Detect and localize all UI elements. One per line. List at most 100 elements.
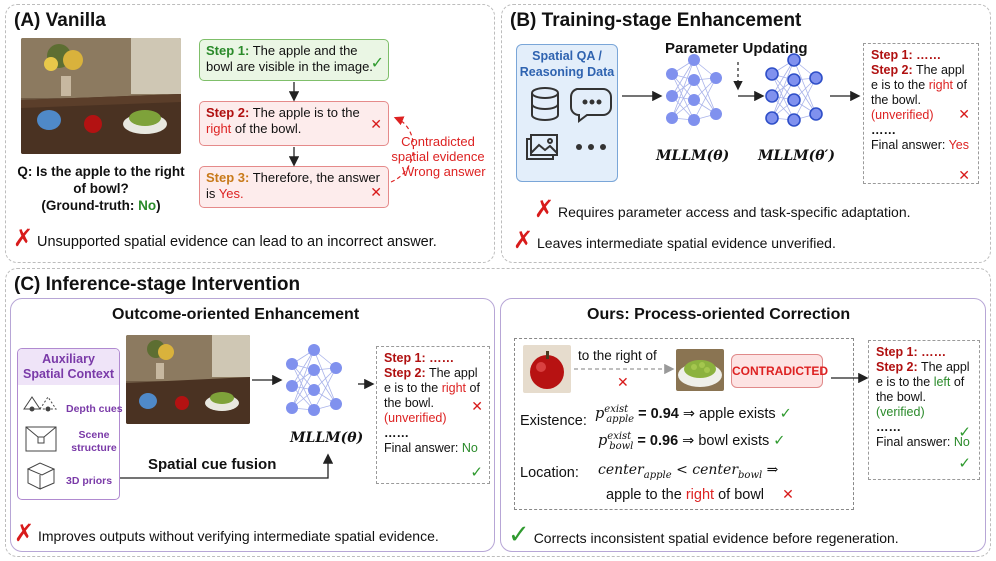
scene-image: [21, 38, 181, 154]
out-b-step2-label: Step 2:: [871, 63, 913, 77]
check-icon: ✓: [773, 432, 786, 449]
panel-a-note: ✗ Unsupported spatial evidence can lead …: [13, 227, 437, 251]
step2-post: of the bowl.: [234, 121, 302, 136]
out-c-final: Final answer:: [384, 441, 459, 455]
out-c-step2-post: of the bowl.: [384, 381, 480, 410]
aux-item-scene: Scene structure: [71, 429, 117, 454]
out-ours-step1: Step 1: ……: [876, 345, 947, 359]
panel-a-note-text: Unsupported spatial evidence can lead to…: [37, 234, 437, 250]
fusion-label: Spatial cue fusion: [148, 456, 277, 473]
panel-b-note2-text: Leaves intermediate spatial evidence unv…: [537, 235, 836, 251]
depth-cues-icon: [23, 396, 57, 412]
check-icon: ✓: [958, 424, 971, 441]
ours-note-text: Corrects inconsistent spatial evidence b…: [533, 530, 899, 546]
mllm-theta-b: MLLM(θ): [656, 148, 730, 164]
location-post: of bowl: [718, 487, 765, 503]
p-bowl-value: = 0.96: [637, 432, 679, 449]
out-c-dots: ……: [384, 426, 409, 440]
p-bowl-symbol: pexistbowl: [598, 431, 634, 452]
out-ours-final: Final answer:: [876, 435, 951, 449]
out-b-dots: ……: [871, 123, 896, 137]
p-apple-symbol: pexistapple: [595, 404, 635, 425]
gt-prefix: (Ground-truth:: [41, 198, 139, 213]
scene-photo-c: [126, 335, 250, 424]
out-b-unverified: (unverified): [871, 108, 934, 122]
out-ours-step2-label: Step 2:: [876, 360, 918, 374]
out-b-final-val: Yes: [948, 138, 969, 152]
aux-context-box: Auxiliary Spatial Context Depth cues Sce…: [17, 348, 123, 500]
chat-icon: [570, 88, 612, 123]
output-box-ours: Step 1: …… Step 2: The appl e is to the …: [868, 340, 980, 480]
location-result: apple to the right of bowl ✕: [606, 486, 794, 503]
x-mark-icon: ✗: [14, 520, 35, 547]
existence-label: Existence:: [520, 413, 587, 429]
panel-b-title: (B) Training-stage Enhancement: [510, 10, 802, 31]
x-mark-icon: ✗: [534, 196, 555, 223]
database-icon: [531, 87, 559, 121]
check-icon: ✓: [958, 455, 971, 472]
cross-icon: ✕: [617, 374, 629, 390]
out-c-final-val: No: [461, 441, 478, 455]
step1-label: Step 1:: [206, 43, 250, 58]
out-c-step2-red: right: [441, 381, 467, 395]
out-c-step2-pre: The appl e is to the: [384, 366, 478, 395]
location-formula: centerapple < centerbowl ⇒: [598, 462, 779, 481]
out-b-final: Final answer:: [871, 138, 946, 152]
bowl-photo: [676, 349, 724, 391]
check-icon: ✓: [470, 464, 483, 481]
more-dots-icon: [576, 144, 606, 150]
check-icon: ✓: [370, 55, 384, 72]
ours-note: ✓ Corrects inconsistent spatial evidence…: [508, 521, 899, 547]
aux-item-3d: 3D priors: [66, 475, 113, 487]
cross-icon: ✕: [782, 486, 794, 502]
out-c-step1: Step 1: ……: [384, 351, 455, 365]
location-pre: apple to the: [606, 487, 682, 503]
scene-image: [126, 335, 250, 424]
out-ours-step2-pre: The appl e is to the: [876, 360, 970, 389]
cross-icon: ✕: [370, 184, 382, 200]
contradicted-label: Contradicted spatial evidence: [391, 134, 485, 164]
p-apple-row: pexistapple = 0.94 ⇒ apple exists ✓: [595, 404, 792, 425]
panel-c-title: (C) Inference-stage Intervention: [14, 274, 301, 295]
out-b-step2-post: of the bowl.: [871, 78, 967, 107]
gt-suffix: ): [156, 198, 161, 213]
p-bowl-text: ⇒ bowl exists: [682, 432, 770, 449]
out-b-step2-pre: The appl e is to the: [871, 63, 965, 92]
cross-icon: ✕: [471, 398, 483, 414]
data-icons: [526, 87, 612, 160]
panel-a-title: (A) Vanilla: [14, 10, 106, 31]
step2-red: right: [206, 121, 232, 136]
aux-icons: [23, 396, 57, 490]
panel-c: [5, 268, 991, 557]
outcome-note-text: Improves outputs without verifying inter…: [38, 528, 439, 544]
bowl-image: [676, 349, 724, 391]
data-box: Spatial QA / Reasoning Data: [516, 44, 618, 182]
p-bowl-row: pexistbowl = 0.96 ⇒ bowl exists ✓: [598, 431, 785, 452]
location-label: Location:: [520, 465, 579, 481]
wrong-answer-label: Wrong answer: [402, 164, 486, 179]
output-box-b: Step 1: …… Step 2: The appl e is to the …: [863, 43, 979, 184]
x-mark-icon: ✗: [13, 225, 34, 252]
cross-icon: ✕: [958, 167, 970, 183]
outcome-title: Outcome-oriented Enhancement: [112, 306, 360, 323]
out-ours-final-val: No: [953, 435, 970, 449]
existence-row: Existence:: [520, 413, 587, 429]
panel-b: [501, 4, 991, 263]
out-c-step2-label: Step 2:: [384, 366, 426, 380]
x-mark-icon: ✗: [513, 227, 534, 254]
scene-photo-a: [21, 38, 181, 154]
panel-b-note2: ✗ Leaves intermediate spatial evidence u…: [513, 229, 836, 253]
mllm-theta-c: MLLM(θ): [290, 430, 364, 446]
ours-title: Ours: Process-oriented Correction: [587, 306, 851, 323]
panel-b-note1: ✗ Requires parameter access and task-spe…: [534, 198, 911, 222]
step1-text: The apple and the bowl are visible in th…: [206, 43, 373, 74]
question-text: Q: Is the apple to the right of bowl?: [17, 164, 185, 196]
check-icon: ✓: [779, 405, 792, 422]
out-c-unverified: (unverified): [384, 411, 447, 425]
panel-a: [5, 4, 495, 263]
step3-pre: Therefore, the answer is: [206, 170, 380, 201]
